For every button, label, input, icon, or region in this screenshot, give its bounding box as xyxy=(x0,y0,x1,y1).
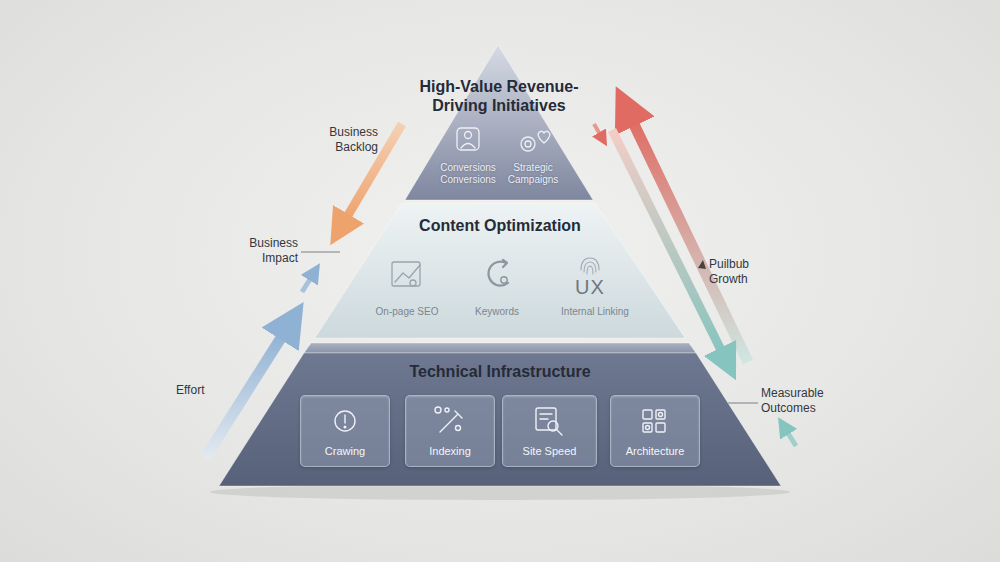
crawling-icon xyxy=(344,426,346,428)
keywords-icon xyxy=(488,260,508,286)
box-label: Architecture xyxy=(611,445,699,457)
tier-face xyxy=(304,343,696,353)
tier-face xyxy=(219,353,781,486)
campaigns-icon xyxy=(521,137,535,151)
box-label: Site Speed xyxy=(503,445,596,457)
ux-fingerprint-icon xyxy=(584,262,596,272)
ux-fingerprint-icon xyxy=(581,258,599,274)
site-speed-icon xyxy=(536,408,562,435)
growth-marker xyxy=(698,260,706,269)
site-speed-icon xyxy=(540,414,552,419)
infrastructure-box: Indexing xyxy=(405,395,495,467)
pyramid-middle-tier: Content OptimizationOn-page SEO Keywords U… xyxy=(310,200,690,342)
infrastructure-box: Architecture xyxy=(610,395,700,467)
side-label: Business Backlog xyxy=(300,125,378,155)
pyramid-top-tier: High-Value Revenue-Driving InitiativesCo… xyxy=(390,40,608,205)
site-speed-icon xyxy=(557,430,562,435)
tier-face xyxy=(315,203,685,338)
indexing-icon xyxy=(445,408,449,412)
outcomes-leader xyxy=(728,403,758,404)
keywords-icon xyxy=(501,277,507,283)
onpage-seo-icon xyxy=(395,265,420,282)
tier-heading: Content Optimization xyxy=(370,216,630,235)
ux-fingerprint-icon xyxy=(581,258,599,270)
architecture-icon xyxy=(643,410,665,432)
small-teal-arrow xyxy=(786,430,796,446)
impact-leader xyxy=(301,252,340,253)
campaigns-icon xyxy=(538,131,550,143)
architecture-icon xyxy=(659,413,663,417)
architecture-icon xyxy=(656,423,665,432)
keywords-icon xyxy=(503,260,507,267)
architecture-icon xyxy=(646,426,650,430)
onpage-seo-icon xyxy=(392,262,420,286)
side-label: Effort xyxy=(176,383,220,398)
side-label: Puilbub Growth xyxy=(709,257,769,287)
item-label: Keywords xyxy=(457,306,537,318)
conversions-icon xyxy=(461,144,475,149)
impact-small-arrow xyxy=(302,276,312,292)
onpage-seo-icon xyxy=(410,280,416,286)
architecture-icon xyxy=(656,410,665,419)
campaigns-icon xyxy=(521,131,550,151)
conversions-icon xyxy=(457,128,479,150)
item-label: Strategic Campaigns xyxy=(502,162,564,185)
item-label: Conversions Conversions xyxy=(435,162,501,185)
indexing-icon xyxy=(440,411,462,432)
box-label: Indexing xyxy=(406,445,494,457)
ux-text: UX xyxy=(560,276,620,299)
conversions-icon xyxy=(457,128,479,150)
site-speed-icon xyxy=(536,408,556,430)
side-label: Measurable Outcomes xyxy=(761,386,861,416)
architecture-icon xyxy=(643,423,652,432)
keywords-icon xyxy=(488,262,508,286)
conversions-icon xyxy=(465,132,472,139)
indexing-icon xyxy=(435,407,462,432)
tier-heading: Technical Infrastructure xyxy=(345,362,655,381)
tier-outline xyxy=(390,40,608,205)
infrastructure-box: Site Speed xyxy=(502,395,597,467)
crawling-icon xyxy=(335,411,355,431)
architecture-icon xyxy=(643,410,652,419)
crawling-icon xyxy=(335,411,355,431)
side-label: Business Impact xyxy=(230,236,298,266)
item-label: On-page SEO xyxy=(362,306,452,318)
small-red-arrow xyxy=(594,124,601,136)
pyramid-bottom-tier: Technical InfrastructureCrawing Indexing S… xyxy=(215,340,785,490)
ux-fingerprint-icon xyxy=(587,266,593,274)
site-speed-icon xyxy=(548,421,558,431)
crawling-icon xyxy=(344,415,345,423)
onpage-seo-icon xyxy=(392,262,420,286)
infrastructure-box: Crawing xyxy=(300,395,390,467)
item-label: Internal Linking xyxy=(545,306,645,318)
indexing-icon xyxy=(435,407,441,413)
campaigns-icon xyxy=(525,141,531,147)
box-label: Crawing xyxy=(301,445,389,457)
indexing-icon xyxy=(456,426,461,431)
tier-face xyxy=(405,45,593,200)
tier-heading: High-Value Revenue-Driving Initiatives xyxy=(399,77,599,115)
